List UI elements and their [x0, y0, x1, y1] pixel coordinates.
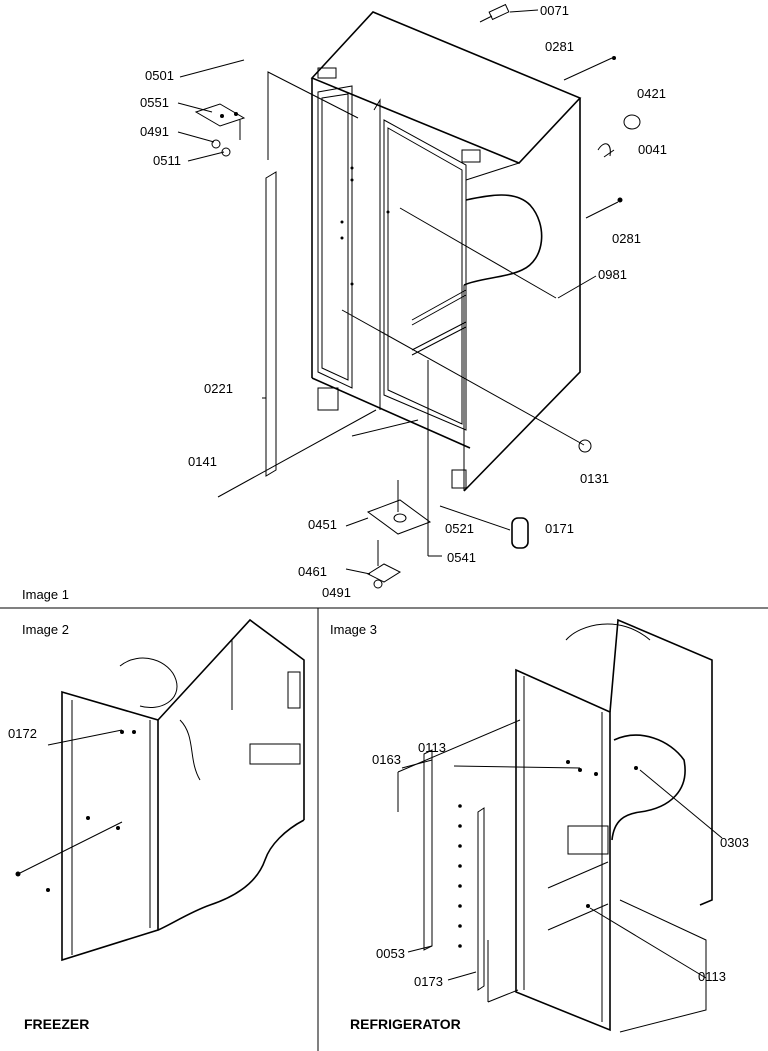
label-freezer: FREEZER	[24, 1016, 90, 1032]
freezer-cabinet	[15, 618, 305, 962]
callout-0501: 0501	[145, 68, 174, 83]
callout-0281-side: 0281	[612, 231, 641, 246]
callout-0281-top: 0281	[545, 39, 574, 54]
refrigerator-cabinet	[397, 618, 723, 1033]
caption-image-1: Image 1	[22, 587, 69, 602]
hinge-bottom	[366, 360, 432, 589]
callout-0551: 0551	[140, 95, 169, 110]
callout-0172: 0172	[8, 726, 37, 741]
callout-0461: 0461	[298, 564, 327, 579]
callout-0511: 0511	[153, 153, 181, 168]
screw-0071	[479, 3, 510, 23]
callout-0221: 0221	[204, 381, 233, 396]
callout-0303: 0303	[720, 835, 749, 850]
callout-0491-top: 0491	[140, 124, 169, 139]
caption-image-3: Image 3	[330, 622, 377, 637]
trim-strip-0221	[262, 171, 277, 477]
callout-0171: 0171	[545, 521, 574, 536]
label-refrigerator: REFRIGERATOR	[350, 1016, 461, 1032]
callout-0053: 0053	[376, 946, 405, 961]
caption-image-2: Image 2	[22, 622, 69, 637]
callout-0521: 0521	[445, 521, 474, 536]
callout-0421: 0421	[637, 86, 666, 101]
callout-0173: 0173	[414, 974, 443, 989]
cabinet-assembly	[310, 11, 585, 492]
callout-0541: 0541	[447, 550, 476, 565]
callout-0113-top: 0113	[418, 740, 446, 755]
callout-0981: 0981	[598, 267, 627, 282]
callout-0451: 0451	[308, 517, 337, 532]
callout-0113-bottom: 0113	[698, 969, 726, 984]
callout-0041: 0041	[638, 142, 667, 157]
hinge-top	[194, 103, 246, 157]
callout-0491-bottom: 0491	[322, 585, 351, 600]
callout-0141: 0141	[188, 454, 217, 469]
callout-0071: 0071	[540, 3, 569, 18]
callout-0131: 0131	[580, 471, 609, 486]
callout-0163: 0163	[372, 752, 401, 767]
